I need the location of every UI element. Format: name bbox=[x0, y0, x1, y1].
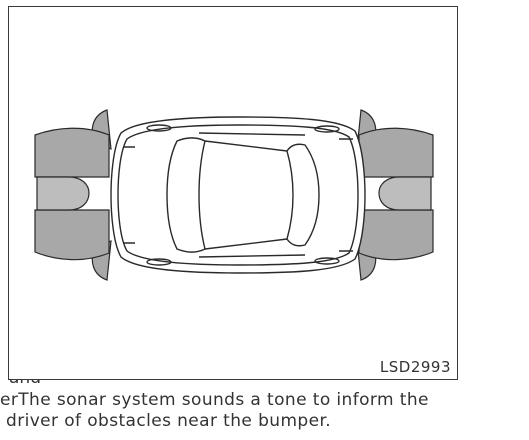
caption-text-1: The sonar system sounds a tone to inform… bbox=[18, 390, 429, 410]
car-body bbox=[110, 116, 366, 274]
figure-code: LSD2993 bbox=[379, 358, 451, 376]
sonar-diagram-figure: LSD2993 bbox=[8, 6, 458, 380]
front-sonar-zone bbox=[356, 109, 434, 281]
caption-line-1: erThe sonar system sounds a tone to info… bbox=[0, 390, 429, 411]
margin-fragment-er: er bbox=[0, 390, 19, 410]
car-top-view-illustration bbox=[34, 109, 434, 281]
caption-line-2: driver of obstacles near the bumper. bbox=[6, 411, 332, 431]
rear-sonar-zone bbox=[34, 109, 112, 281]
